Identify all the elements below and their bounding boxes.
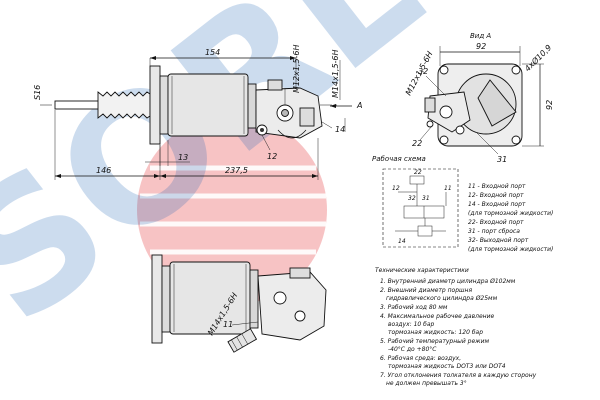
bottom-valve-body — [257, 271, 327, 341]
bottom-port-11-label: 11 — [223, 320, 233, 329]
port-line: 31 - порт сброса — [468, 228, 520, 235]
port-line: 14 - Входной порт — [468, 201, 526, 208]
hose-connector — [277, 129, 307, 139]
dim-2375: 237,5 — [225, 166, 248, 175]
view-a-dim-92-side: 92 — [545, 100, 554, 110]
schema-label-32: 32 — [408, 195, 416, 202]
spec-line: 5. Рабочий температурный режим — [380, 338, 489, 345]
specs-title: Технические характеристики — [375, 267, 469, 274]
view-a-marker: A — [356, 101, 362, 110]
thread-top-label: M12x1,5-6H — [292, 44, 301, 93]
view-a-port-32: 32 — [418, 67, 428, 76]
port-12-label: 12 — [267, 152, 277, 161]
air-port-fitting — [267, 79, 283, 91]
port-line: (для тормозной жидкости) — [468, 246, 553, 253]
port-line: 22- Входной порт — [468, 219, 524, 226]
port-line: 12- Входной порт — [468, 192, 524, 199]
schema-label-11: 11 — [444, 185, 452, 192]
bottom-side-view: M14x1,5-6H 11 — [151, 254, 327, 353]
port-line: 11 - Входной порт — [468, 183, 526, 190]
schema-label-31: 31 — [422, 195, 430, 202]
rubber-bellows — [97, 91, 151, 119]
spec-line: -40°С до +80°С — [388, 346, 437, 353]
port-line: 32- Выходной порт — [468, 237, 529, 244]
push-rod — [54, 100, 101, 110]
schema-title: Рабочая схема — [372, 155, 426, 163]
thread-side-label: M14x1,5-6H — [331, 49, 340, 98]
mounting-flange — [149, 65, 161, 145]
watermark-red-circle — [137, 115, 327, 305]
port-line: (для тормозной жидкости) — [468, 210, 553, 217]
dim-13: 13 — [178, 153, 188, 162]
spec-line: 4. Максимальное рабочее давление — [380, 313, 494, 320]
view-a: Вид А 92 4хØ10,9 92 M12x1,5-6H 32 22 31 — [404, 32, 554, 164]
technical-specs: Технические характеристики 1. Внутренний… — [375, 267, 537, 387]
spec-line: 1. Внутренний диаметр цилиндра Ø102мм — [380, 278, 516, 285]
dim-154: 154 — [205, 48, 220, 57]
schema-label-22: 22 — [414, 169, 422, 176]
view-a-port-31: 31 — [497, 155, 507, 164]
bottom-hydraulic-fitting — [227, 328, 258, 353]
spec-line: воздух: 10 бар — [388, 321, 434, 328]
ports-legend: 11 - Входной порт 12- Входной порт 14 - … — [468, 183, 553, 253]
spec-line: тормозная жидкость DOT3 или DOT4 — [388, 363, 506, 370]
spec-line: не должен превышать 3° — [386, 380, 467, 387]
bottom-mounting-flange — [151, 254, 163, 344]
spec-line: 6. Рабочая среда: воздух, — [380, 355, 461, 362]
spec-line: 2. Внешний диаметр поршня — [380, 287, 472, 294]
schema-valve-22 — [409, 175, 425, 185]
view-a-holes: 4хØ10,9 — [522, 42, 553, 73]
spec-line: тормозная жидкость: 120 бар — [388, 329, 483, 336]
view-a-dim-92-top: 92 — [476, 42, 486, 51]
s16-label: S16 — [33, 85, 42, 100]
dim-146: 146 — [96, 166, 111, 175]
port-14-label: 14 — [335, 125, 345, 134]
top-side-view: 154 M12x1,5-6H M14x1,5-6H A 14 12 S16 13 — [33, 44, 362, 180]
schema-label-12: 12 — [392, 185, 400, 192]
spec-line: 3. Рабочий ход 80 мм — [380, 304, 448, 311]
spec-line: гидравлического цилиндра Ø25мм — [386, 295, 498, 302]
schema-hydraulic-cylinder — [417, 225, 433, 237]
spec-line: 7. Угол отклонения толкателя в каждую ст… — [380, 372, 537, 379]
working-schema: Рабочая схема 22 12 32 31 11 14 — [372, 155, 459, 248]
schema-label-14: 14 — [398, 238, 406, 245]
schema-frame — [382, 168, 459, 248]
air-cylinder — [167, 73, 249, 137]
view-a-port-22: 22 — [412, 139, 422, 148]
view-a-title: Вид А — [470, 32, 491, 40]
